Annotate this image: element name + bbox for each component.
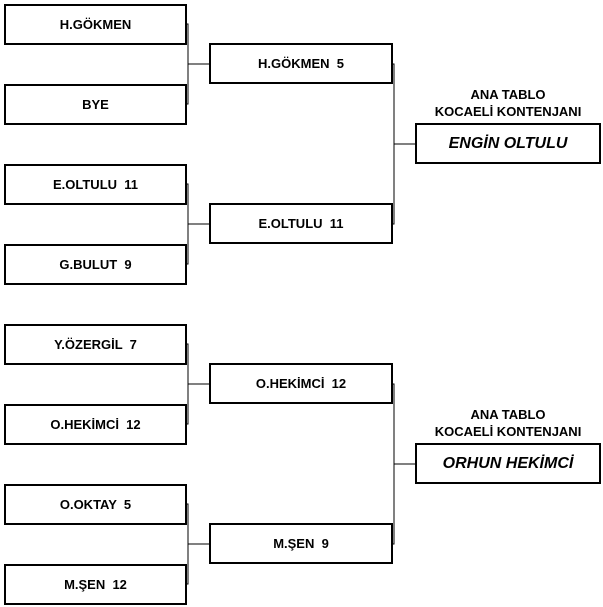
- final-caption-2-line2: KOCAELİ KONTENJANI: [434, 424, 582, 439]
- player-box-r1-2: BYE: [4, 84, 187, 125]
- connector-r1-2: [186, 183, 210, 265]
- player-box-r1-1: H.GÖKMEN: [4, 4, 187, 45]
- player-box-r2-4: M.ŞEN 9: [209, 523, 393, 564]
- final-caption-1-line1: ANA TABLO: [470, 87, 546, 102]
- player-box-r1-4: G.BULUT 9: [4, 244, 187, 285]
- connector-r1-4: [186, 503, 210, 585]
- player-box-r2-3: O.HEKİMCİ 12: [209, 363, 393, 404]
- final-caption-2: ANA TABLO KOCAELİ KONTENJANI: [408, 406, 603, 440]
- player-box-r1-3: E.OLTULU 11: [4, 164, 187, 205]
- player-box-r1-6: O.HEKİMCİ 12: [4, 404, 187, 445]
- final-caption-1-line2: KOCAELİ KONTENJANI: [434, 104, 582, 119]
- connector-r1-3: [186, 343, 210, 425]
- player-box-r2-1: H.GÖKMEN 5: [209, 43, 393, 84]
- final-caption-2-line1: ANA TABLO: [470, 407, 546, 422]
- player-box-r1-8: M.ŞEN 12: [4, 564, 187, 605]
- final-caption-1: ANA TABLO KOCAELİ KONTENJANI: [408, 86, 603, 120]
- winner-box-2: ORHUN HEKİMCİ: [415, 443, 601, 484]
- player-box-r1-5: Y.ÖZERGİL 7: [4, 324, 187, 365]
- connector-r2-1: [392, 63, 416, 225]
- connector-r1-1: [186, 23, 210, 105]
- player-box-r1-7: O.OKTAY 5: [4, 484, 187, 525]
- player-box-r2-2: E.OLTULU 11: [209, 203, 393, 244]
- connector-r2-2: [392, 383, 416, 545]
- winner-box-1: ENGİN OLTULU: [415, 123, 601, 164]
